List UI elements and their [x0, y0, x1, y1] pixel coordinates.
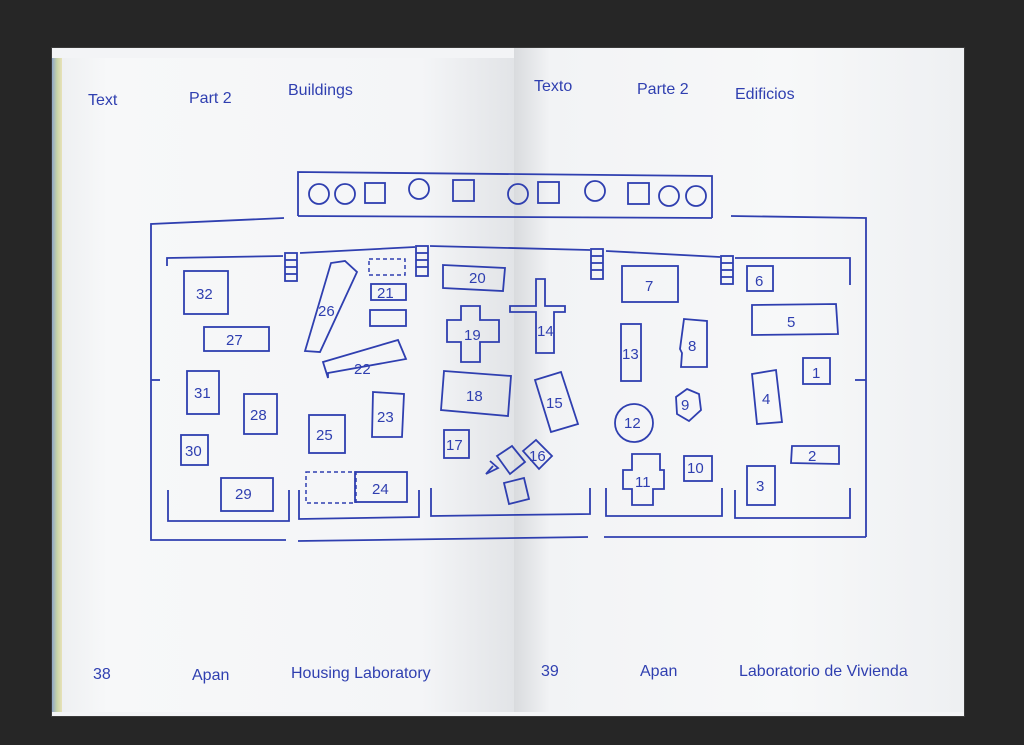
plan-label-10: 10 — [687, 460, 704, 477]
plan-label-25: 25 — [316, 427, 333, 444]
plan-label-22: 22 — [354, 361, 371, 378]
plan-label-9: 9 — [681, 397, 689, 414]
plan-label-24: 24 — [372, 481, 389, 498]
plan-label-5: 5 — [787, 314, 795, 331]
plan-label-3: 3 — [756, 478, 764, 495]
plan-label-8: 8 — [688, 338, 696, 355]
plan-label-31: 31 — [194, 385, 211, 402]
right-page — [514, 48, 964, 712]
header-left-section: Buildings — [288, 82, 353, 99]
plan-label-17: 17 — [446, 437, 463, 454]
header-left-text: Text — [88, 92, 118, 109]
plan-label-14: 14 — [537, 323, 554, 340]
plan-label-7: 7 — [645, 278, 653, 295]
header-right-text: Texto — [534, 78, 573, 95]
plan-label-11: 11 — [635, 474, 651, 491]
header-right-part: Parte 2 — [637, 81, 689, 98]
footer-right-place: Apan — [640, 663, 678, 680]
plan-label-1: 1 — [812, 365, 820, 382]
footer-left-place: Apan — [192, 667, 230, 684]
book-edge — [52, 58, 62, 712]
header-left-part: Part 2 — [189, 90, 232, 107]
plan-label-16: 16 — [529, 448, 546, 465]
header-right-section: Edificios — [735, 86, 795, 103]
plan-label-27: 27 — [226, 332, 243, 349]
footer-right-page-number: 39 — [541, 663, 559, 680]
plan-label-26: 26 — [318, 303, 335, 320]
plan-label-23: 23 — [377, 409, 394, 426]
plan-label-29: 29 — [235, 486, 252, 503]
plan-label-15: 15 — [546, 395, 563, 412]
plan-outer-wall — [150, 217, 286, 541]
plan-label-18: 18 — [466, 388, 483, 405]
footer-left-page-number: 38 — [93, 666, 111, 683]
plan-label-32: 32 — [196, 286, 213, 303]
plan-label-13: 13 — [622, 346, 639, 363]
footer-left-title: Housing Laboratory — [291, 665, 431, 682]
plan-top-strip — [297, 171, 713, 218]
plan-stairs — [284, 245, 734, 285]
plan-label-12: 12 — [624, 415, 641, 432]
plan-label-28: 28 — [250, 407, 267, 424]
plan-label-2: 2 — [808, 448, 816, 465]
open-book — [52, 48, 964, 716]
plan-label-19: 19 — [464, 327, 481, 344]
plan-label-21: 21 — [377, 285, 394, 302]
plan-label-6: 6 — [755, 273, 763, 290]
left-page — [52, 58, 514, 712]
footer-right-title: Laboratorio de Vivienda — [739, 663, 908, 680]
plan-label-30: 30 — [185, 443, 202, 460]
plan-label-4: 4 — [762, 391, 770, 408]
plan-label-20: 20 — [469, 270, 486, 287]
